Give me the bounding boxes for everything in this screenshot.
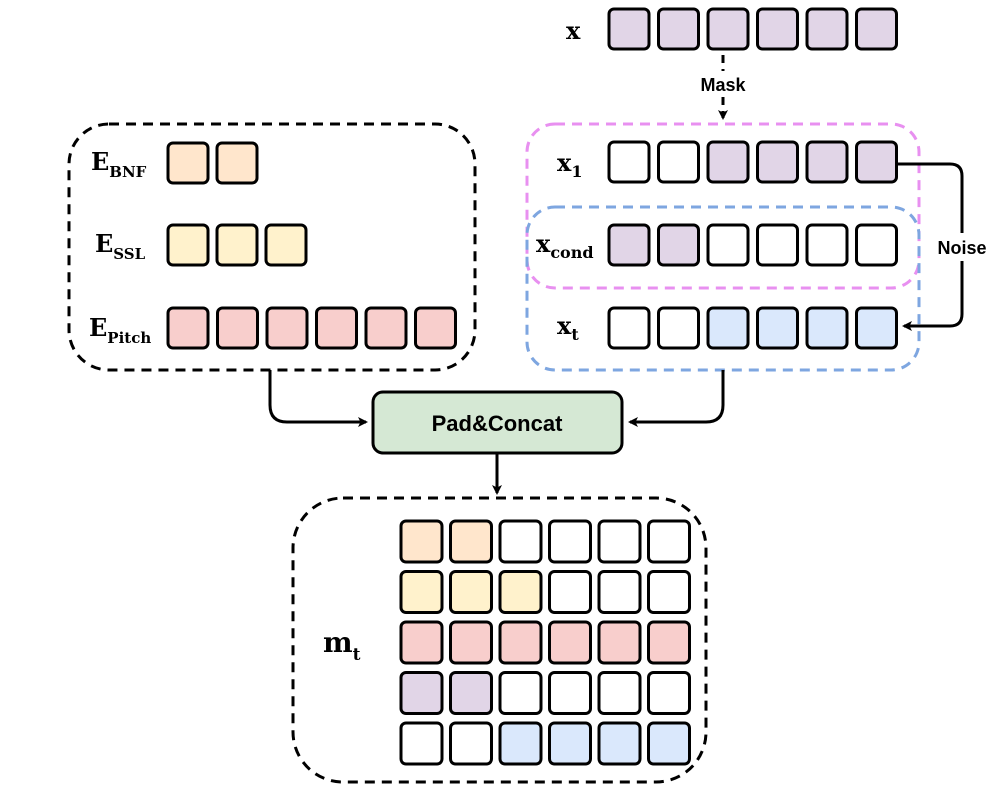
mt-cell <box>498 519 543 564</box>
mt-cell <box>548 519 592 564</box>
x-cell <box>657 7 700 51</box>
mt-cell <box>647 671 691 715</box>
mt-cell <box>449 721 493 766</box>
x-cell <box>756 7 799 51</box>
mt-label: mt <box>323 626 361 665</box>
mt-cell <box>647 519 691 564</box>
embeddings-to-concat-arrow <box>268 370 368 427</box>
essl-cell <box>264 223 308 267</box>
epitch-cell <box>166 306 210 350</box>
x-cell <box>805 7 849 51</box>
xt-cell <box>805 306 849 350</box>
mt-cell <box>647 620 691 665</box>
xt-sequence <box>607 306 898 350</box>
epitch-sequence <box>166 306 457 350</box>
mt-cell <box>597 671 642 715</box>
essl-cell <box>215 223 259 267</box>
mt-cell <box>498 620 543 665</box>
mt-cell <box>498 671 543 715</box>
ebnf-cell <box>166 141 210 185</box>
x-cell <box>855 7 898 51</box>
mask-label-bg <box>692 71 754 97</box>
mt-cell <box>498 721 543 766</box>
epitch-cell <box>265 306 309 350</box>
noisy-to-concat-arrow <box>628 370 725 427</box>
xt-cell <box>706 306 750 350</box>
noise-label-bg <box>928 233 996 261</box>
pad-concat-box <box>371 390 624 455</box>
mask-label: Mask <box>700 75 746 95</box>
xt-label: xt <box>557 311 579 344</box>
xcond-cell <box>805 223 849 267</box>
xcond-cell <box>855 223 898 267</box>
x-sequence <box>607 7 898 51</box>
xcond-cell <box>756 223 799 267</box>
ebnf-label: EBNF <box>91 147 147 181</box>
mt-cell <box>597 570 642 614</box>
mt-cell <box>647 721 691 766</box>
mt-cell <box>399 519 444 564</box>
x1-cell <box>855 140 898 184</box>
mt-cell <box>597 721 642 766</box>
xcond-cell <box>706 223 750 267</box>
mt-cell <box>548 671 592 715</box>
pad-concat-label: Pad&Concat <box>432 411 563 436</box>
mt-cell <box>399 570 444 614</box>
mt-group-border <box>291 496 708 784</box>
essl-label: ESSL <box>95 229 146 263</box>
xcond-cell <box>657 223 700 267</box>
mt-cell <box>449 620 493 665</box>
essl-cell <box>166 223 210 267</box>
mt-cell <box>548 620 592 665</box>
x1-cell <box>706 140 750 184</box>
mt-matrix <box>399 519 691 766</box>
epitch-cell <box>315 306 358 350</box>
x1-label: x1 <box>557 148 582 181</box>
x1-cell <box>657 140 700 184</box>
mt-cell <box>449 671 493 715</box>
mt-cell <box>399 721 444 766</box>
epitch-cell <box>414 306 457 350</box>
xcond-label: xcond <box>536 229 594 262</box>
mt-cell <box>548 570 592 614</box>
mt-cell <box>399 671 444 715</box>
x-cell <box>706 7 750 51</box>
mt-cell <box>597 519 642 564</box>
noise-label: Noise <box>937 238 986 258</box>
mt-cell <box>548 721 592 766</box>
xt-cell <box>657 306 700 350</box>
xcond-sequence <box>607 223 898 267</box>
x-cell <box>607 7 651 51</box>
ebnf-cell <box>215 141 259 185</box>
xt-cell <box>756 306 799 350</box>
xt-cell <box>607 306 651 350</box>
mt-cell <box>647 570 691 614</box>
essl-sequence <box>166 223 308 267</box>
xt-cell <box>855 306 898 350</box>
ebnf-sequence <box>166 141 259 185</box>
mt-cell <box>449 570 493 614</box>
mt-cell <box>399 620 444 665</box>
mt-cell <box>597 620 642 665</box>
epitch-cell <box>216 306 259 350</box>
epitch-label: EPitch <box>89 313 151 347</box>
embeddings-group-border <box>67 122 477 372</box>
x1-cell <box>607 140 651 184</box>
x1-group-border <box>525 122 921 290</box>
x1-sequence <box>607 140 898 184</box>
x-label: x <box>566 16 581 45</box>
xcond-cell <box>607 223 651 267</box>
mt-cell <box>498 570 543 614</box>
epitch-cell <box>364 306 408 350</box>
mt-cell <box>449 519 493 564</box>
x1-cell <box>756 140 799 184</box>
x1-cell <box>805 140 849 184</box>
